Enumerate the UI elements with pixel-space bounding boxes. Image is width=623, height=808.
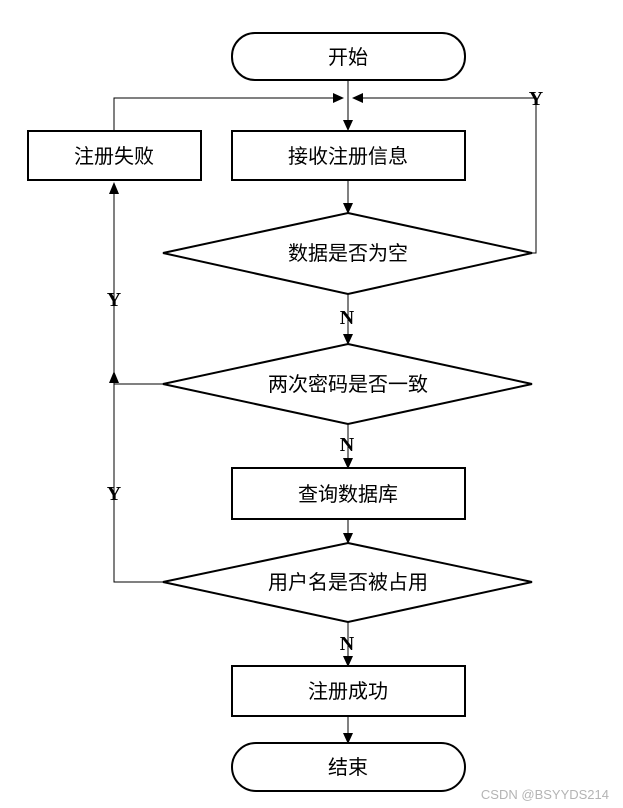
arrowhead-empty	[343, 203, 353, 214]
user-check-label: 用户名是否被占用	[268, 570, 428, 594]
node-fail: 注册失败	[27, 130, 202, 181]
node-receive: 接收注册信息	[231, 130, 466, 181]
receive-label: 接收注册信息	[288, 144, 408, 168]
arrowhead-empty-yes	[352, 93, 363, 103]
decision-shape	[162, 342, 533, 426]
empty-check-label: 数据是否为空	[288, 241, 408, 265]
arrowhead-end	[343, 733, 353, 744]
arrowhead-pwd	[343, 334, 353, 345]
edge-labels: Y Y Y N N N	[107, 88, 544, 655]
success-label: 注册成功	[308, 679, 388, 703]
connector-yes-to-fail	[113, 185, 163, 583]
arrowhead-left-mid	[109, 371, 119, 383]
pwd-check-label: 两次密码是否一致	[268, 372, 428, 396]
edge-label-empty-no: N	[340, 307, 355, 329]
arrowhead-receive	[343, 120, 353, 131]
connector-empty-yes-loop	[354, 97, 537, 254]
edge-label-pwd-no: N	[340, 434, 355, 456]
edge-label-user-yes: Y	[107, 483, 122, 505]
process-shape	[231, 665, 466, 717]
connector-fail-loop	[113, 97, 342, 130]
watermark-text: CSDN @BSYYDS214	[480, 787, 609, 802]
process-shape	[231, 467, 466, 520]
end-label: 结束	[328, 755, 368, 779]
node-pwd-check: 两次密码是否一致	[162, 342, 533, 426]
edge-label-pwd-yes: Y	[107, 289, 122, 311]
node-success: 注册成功	[231, 665, 466, 717]
query-db-label: 查询数据库	[298, 482, 398, 506]
arrowhead-fail	[109, 182, 119, 194]
decision-shape	[162, 211, 533, 296]
node-end: 结束	[231, 742, 466, 792]
arrowhead-query	[343, 458, 353, 469]
node-query-db: 查询数据库	[231, 467, 466, 520]
node-empty-check: 数据是否为空	[162, 211, 533, 296]
node-user-check: 用户名是否被占用	[162, 541, 533, 624]
arrowhead-user	[343, 533, 353, 544]
edge-label-empty-yes: Y	[529, 88, 544, 110]
start-label: 开始	[328, 45, 368, 69]
terminator-shape	[231, 32, 466, 81]
terminator-shape	[231, 742, 466, 792]
node-start: 开始	[231, 32, 466, 81]
arrowhead-fail-loop	[333, 93, 344, 103]
connectors	[109, 80, 537, 744]
decision-shape	[162, 541, 533, 624]
arrowhead-success	[343, 656, 353, 667]
edge-label-user-no: N	[340, 633, 355, 655]
process-shape	[231, 130, 466, 181]
fail-label: 注册失败	[74, 144, 154, 168]
process-shape	[27, 130, 202, 181]
